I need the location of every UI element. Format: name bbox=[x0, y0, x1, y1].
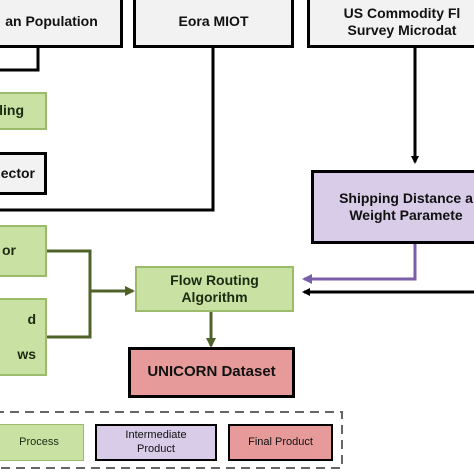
legend-intermediate: Intermediate Product bbox=[95, 424, 217, 461]
node-left-or-label: or bbox=[2, 242, 16, 259]
connector-eora bbox=[0, 48, 215, 212]
node-population-label: an Population bbox=[5, 13, 98, 30]
node-left-d-label: d ws bbox=[17, 310, 36, 362]
connector-left-upper bbox=[47, 249, 92, 291]
node-population: an Population bbox=[0, 0, 123, 48]
node-eora-label: Eora MIOT bbox=[178, 13, 249, 30]
legend-intermediate-label: Intermediate Product bbox=[125, 428, 187, 455]
node-shipping-label: Shipping Distance a Weight Paramete bbox=[339, 189, 473, 224]
node-unicorn-dataset: UNICORN Dataset bbox=[128, 347, 295, 398]
node-left-d: d ws bbox=[0, 298, 47, 376]
legend-border bbox=[0, 411, 343, 469]
legend-process: Process bbox=[0, 424, 84, 461]
connector-left-lower bbox=[47, 291, 92, 339]
node-commodity-survey: US Commodity Fl Survey Microdat bbox=[307, 0, 474, 48]
node-left-or: or bbox=[0, 225, 47, 277]
arrow-shipping-to-routing bbox=[302, 244, 417, 284]
node-commodity-label: US Commodity Fl Survey Microdat bbox=[343, 4, 461, 39]
legend-final-label: Final Product bbox=[248, 435, 313, 448]
node-modeling-label: ling bbox=[0, 102, 24, 119]
node-flow-routing-label: Flow Routing Algorithm bbox=[170, 271, 259, 306]
legend-process-label: Process bbox=[19, 435, 59, 448]
node-flow-routing: Flow Routing Algorithm bbox=[135, 266, 294, 312]
node-sector-label: ector bbox=[0, 164, 35, 181]
legend-final: Final Product bbox=[228, 424, 333, 461]
node-unicorn-label: UNICORN Dataset bbox=[147, 363, 276, 381]
node-sector: ector bbox=[0, 152, 47, 195]
node-eora-miot: Eora MIOT bbox=[133, 0, 294, 48]
node-shipping-parameters: Shipping Distance a Weight Paramete bbox=[311, 170, 474, 244]
node-modeling: ling bbox=[0, 92, 47, 130]
connector-population bbox=[0, 48, 40, 72]
